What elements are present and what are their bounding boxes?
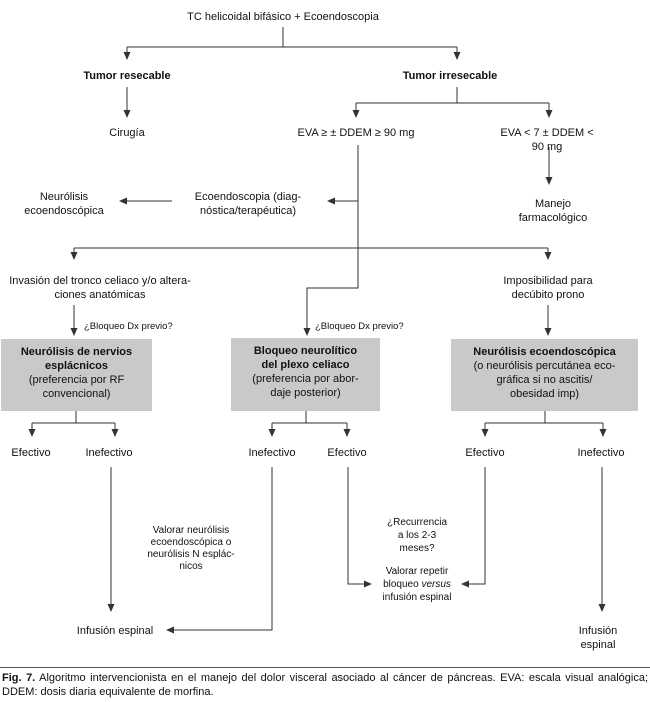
infusion-espinal-left-node: Infusión espinal — [76, 625, 154, 637]
edge-mid-efectivo-to-valorar-repetir — [347, 467, 372, 588]
valorar-repetir-label: Valorar repetir bloqueo versus infusión … — [383, 565, 452, 604]
manejo-farmacologico-node: Manejo farmacológico — [518, 198, 588, 224]
decision-box-esplacnicos-subtitle: (preferencia por RF convencional) — [28, 374, 125, 400]
arrow-segments — [28, 47, 607, 634]
edge-mid-inefectivo-to-infusion-left — [166, 467, 273, 634]
decision-box-ecoendoscopica-subtitle: (o neurólisis percutánea eco- gráfica si… — [473, 360, 616, 400]
decision-box-plexo-celiaco-title: Bloqueo neurolítico del plexo celiaco — [253, 345, 358, 371]
decision-box-plexo-celiaco-subtitle: (preferencia por abor- daje posterior) — [252, 373, 359, 399]
recurrencia-label: ¿Recurrencia a los 2-3 meses? — [386, 517, 448, 554]
decision-box-esplacnicos-title: Neurólisis de nervios esplácnicos — [20, 346, 133, 372]
valorar-neurolisis-label: Valorar neurólisis ecoendoscópica o neur… — [147, 525, 235, 572]
decision-box-ecoendoscopica-title: Neurólisis ecoendoscópica — [473, 346, 616, 358]
tumor-irresecable-node: Tumor irresecable — [402, 70, 498, 82]
outcome-left-inefectivo: Inefectivo — [85, 447, 133, 459]
neurolisis-ecoendoscopica-node: Neurólisis ecoendoscópica — [24, 191, 104, 217]
valorar-repetir-fragment-2: infusión espinal — [382, 592, 452, 603]
edge-right-efectivo-to-valorar-repetir — [461, 467, 486, 588]
edge-eva-high-to-bloqueo-plexo — [303, 145, 359, 336]
outcome-mid-efectivo: Efectivo — [327, 447, 367, 459]
imposibilidad-decubito-node: Imposibilidad para decúbito prono — [503, 275, 593, 301]
decision-box-plexo-celiaco: Bloqueo neurolítico del plexo celiaco (p… — [231, 338, 380, 411]
versus-italic: versus — [421, 579, 451, 590]
decision-box-esplacnicos: Neurólisis de nervios esplácnicos (prefe… — [1, 339, 152, 411]
eva-high-node: EVA ≥ ± DDEM ≥ 90 mg — [297, 127, 415, 139]
invasion-tronco-node: Invasión del tronco celiaco y/o altera- … — [9, 275, 191, 301]
outcome-right-efectivo: Efectivo — [465, 447, 505, 459]
caption-divider — [0, 667, 650, 668]
outcome-left-efectivo: Efectivo — [11, 447, 51, 459]
valorar-repetir-fragment-1: Valorar repetir bloqueo — [383, 566, 449, 590]
tumor-resecable-node: Tumor resecable — [83, 70, 171, 82]
bloqueo-dx-previo-label-mid: ¿Bloqueo Dx previo? — [315, 321, 404, 332]
eva-low-node: EVA < 7 ± DDEM < 90 mg — [500, 127, 594, 153]
decision-box-ecoendoscopica: Neurólisis ecoendoscópica (o neurólisis … — [451, 339, 638, 411]
plain-segments — [32, 27, 603, 424]
outcome-mid-inefectivo: Inefectivo — [248, 447, 296, 459]
infusion-espinal-right-node: Infusión espinal — [578, 625, 618, 651]
bloqueo-dx-previo-label-left: ¿Bloqueo Dx previo? — [84, 321, 173, 332]
root-node: TC helicoidal bifásico + Ecoendoscopia — [187, 11, 379, 23]
cirugia-node: Cirugía — [109, 127, 145, 139]
figure-caption-tag: Fig. 7. — [2, 672, 36, 684]
ecoendoscopia-node: Ecoendoscopia (diag- nóstica/terapéutica… — [194, 191, 302, 217]
figure-caption: Fig. 7. Algoritmo intervencionista en el… — [2, 672, 648, 699]
figure-caption-text: Algoritmo intervencionista en el manejo … — [2, 672, 649, 698]
outcome-right-inefectivo: Inefectivo — [577, 447, 625, 459]
